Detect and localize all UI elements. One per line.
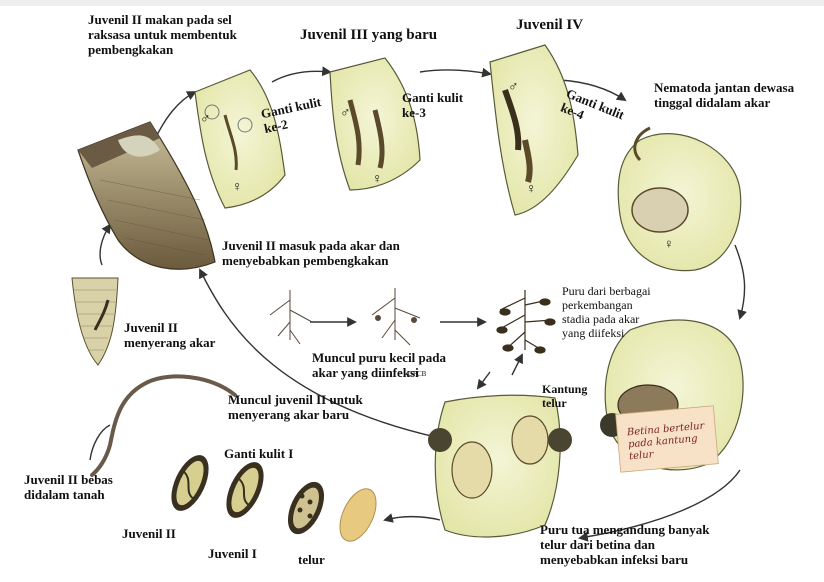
label-j1: Juvenil I xyxy=(208,546,257,561)
label-j3-new: Juvenil III yang baru xyxy=(300,28,437,43)
arrow-gall-up2 xyxy=(478,372,490,388)
female-symbol-adult: ♀ xyxy=(664,236,674,251)
male-symbol-j4: ♂ xyxy=(508,80,519,95)
label-molt3: Ganti kulit ke-3 xyxy=(402,90,463,120)
free-juvenile-worm xyxy=(92,376,235,475)
juvenile-egg-j2 xyxy=(164,449,217,516)
label-source-mark: GPCB xyxy=(408,370,426,378)
label-j2-emerge: Muncul juvenil II untuk menyerang akar b… xyxy=(228,392,363,422)
label-j2-feeds: Juvenil II makan pada sel raksasa untuk … xyxy=(88,12,237,57)
label-female-note: Betina bertelur pada kantung telur xyxy=(627,421,707,464)
label-j2-free: Juvenil II bebas didalam tanah xyxy=(24,472,113,502)
arrow-gall-to-egg xyxy=(385,517,440,520)
arrow-male-to-female xyxy=(735,245,745,318)
cell-male-adult xyxy=(618,128,741,271)
label-molt1: Ganti kulit I xyxy=(224,446,293,461)
label-j2-attacks: Juvenil II menyerang akar xyxy=(124,320,215,350)
juvenile-egg-j1 xyxy=(219,456,272,523)
female-symbol-j3: ♀ xyxy=(372,172,383,187)
label-egg-sac: Kantung telur xyxy=(542,382,587,410)
egg-cells xyxy=(281,476,332,539)
male-symbol-j2: ♂ xyxy=(200,112,211,127)
female-symbol-j4: ♀ xyxy=(526,182,537,197)
label-j2-enters: Juvenil II masuk pada akar dan menyebabk… xyxy=(222,238,400,268)
arrow-attack-to-root xyxy=(100,225,110,265)
cell-old-gall xyxy=(428,395,572,537)
label-j2: Juvenil II xyxy=(122,526,176,541)
arrow-j3-to-j4 xyxy=(420,70,490,74)
male-symbol-j3: ♂ xyxy=(340,106,351,121)
root-tip-illustration xyxy=(78,122,215,269)
small-root-illustration xyxy=(72,278,118,365)
label-j4: Juvenil IV xyxy=(516,18,583,33)
root-system-2 xyxy=(372,288,420,345)
label-old-gall: Puru tua mengandung banyak telur dari be… xyxy=(540,522,709,567)
cell-j3 xyxy=(330,58,420,190)
arrow-j2-to-j3 xyxy=(272,71,330,82)
arrow-gall-up xyxy=(512,355,522,375)
root-system-3 xyxy=(497,290,555,353)
label-male-adult: Nematoda jantan dewasa tinggal didalam a… xyxy=(654,80,794,110)
label-egg: telur xyxy=(298,552,325,567)
root-system-1 xyxy=(270,290,312,344)
label-gall-stages: Puru dari berbagai perkembangan stadia p… xyxy=(562,284,651,340)
female-symbol-j2: ♀ xyxy=(232,180,243,195)
top-strip xyxy=(0,0,824,6)
egg xyxy=(333,483,384,546)
